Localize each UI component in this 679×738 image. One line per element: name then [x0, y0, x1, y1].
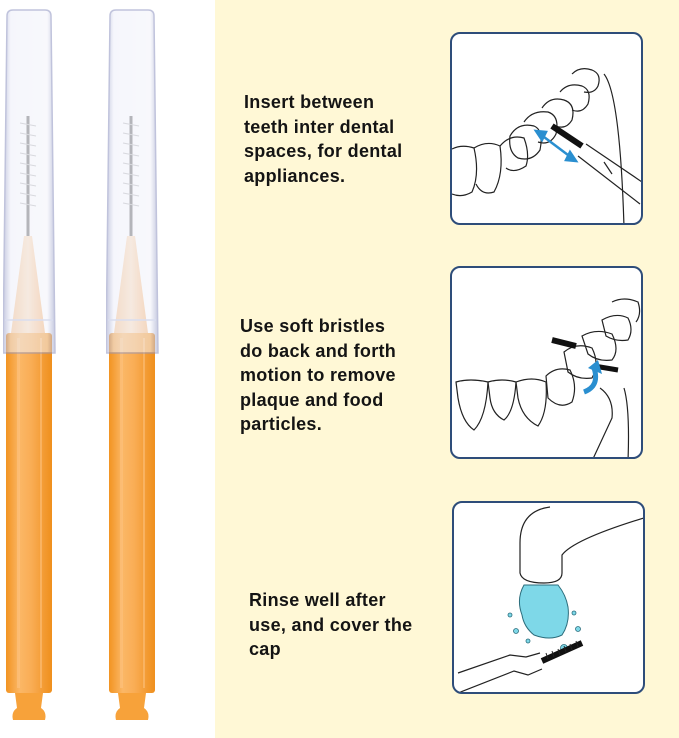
- step-1-text: Insert between teeth inter dental spaces…: [244, 90, 402, 188]
- step-2-line-4: plaque and food: [240, 389, 384, 410]
- curved-arrow-icon: [582, 360, 602, 395]
- step-1-line-3: spaces, for dental: [244, 141, 403, 161]
- step-2-line-2: do back and forth: [240, 340, 397, 361]
- step-1-line-2: teeth inter dental: [244, 116, 395, 137]
- interdental-brush-1: [3, 9, 56, 720]
- step-2-line-5: particles.: [240, 414, 323, 434]
- interdental-brush-2: [106, 9, 159, 720]
- step-1-line-4: appliances.: [244, 165, 346, 186]
- instructions-panel: Insert between teeth inter dental spaces…: [215, 0, 679, 738]
- step-3-line-2: use, and cover the: [249, 614, 413, 635]
- step-3-line-1: Rinse well after: [249, 590, 386, 610]
- step-2-line-3: motion to remove: [240, 365, 396, 385]
- brush-between-teeth-illustration: [450, 32, 643, 225]
- brush-head-icon: [540, 640, 584, 664]
- back-and-forth-motion-illustration: [450, 266, 643, 459]
- double-arrow-icon: [533, 129, 579, 163]
- step-3-line-3: cap: [249, 639, 281, 659]
- step-2-line-1: Use soft bristles: [240, 316, 386, 336]
- step-1-line-1: Insert between: [244, 92, 375, 112]
- step-2-text: Use soft bristles do back and forth moti…: [240, 314, 396, 437]
- product-photo: [0, 0, 215, 738]
- rinse-under-tap-illustration: [452, 501, 645, 694]
- step-3-text: Rinse well after use, and cover the cap: [249, 588, 412, 662]
